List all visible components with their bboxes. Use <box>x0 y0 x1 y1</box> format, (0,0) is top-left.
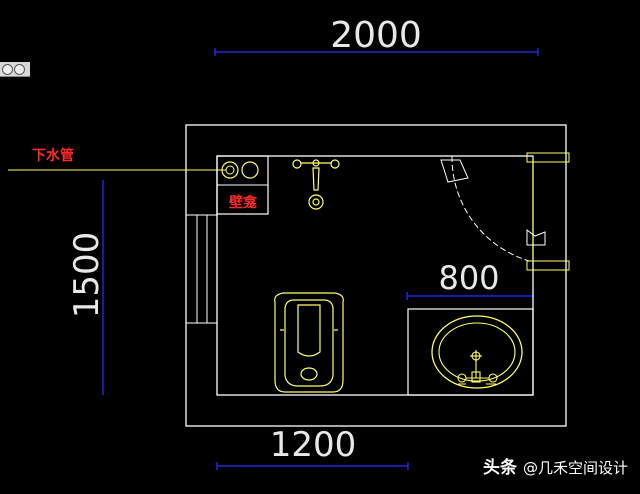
watermark-account: @几禾空间设计 <box>522 459 628 477</box>
door-handle-icon <box>440 159 469 183</box>
watermark-brand: 头条 <box>482 458 517 478</box>
squat-toilet-icon <box>274 292 344 393</box>
watermark: 头条 @几禾空间设计 <box>483 453 628 478</box>
shower-fixture-icon <box>292 159 340 210</box>
basin-bowl-icon <box>431 315 523 389</box>
toolbar-button-icon[interactable] <box>2 64 13 75</box>
pipe-circle-icon <box>241 161 259 179</box>
room-walls <box>185 124 567 427</box>
wash-basin <box>407 308 534 396</box>
cad-toolbar-fragment[interactable] <box>0 62 30 77</box>
door-hinge-icon <box>526 152 570 163</box>
basin-dimension: 800 <box>406 259 534 300</box>
faucet-icon <box>457 350 498 385</box>
wall-niche-label: 壁龛 <box>229 194 258 211</box>
left-dimension-text: 1500 <box>67 232 107 319</box>
outer-wall <box>185 124 567 427</box>
drain-pipe-label: 下水管 <box>32 147 74 164</box>
pipe-circle-icon <box>221 161 239 179</box>
left-dimension: 1500 <box>67 180 107 395</box>
door-arc <box>451 155 534 263</box>
basin-dimension-text: 800 <box>438 259 499 297</box>
door-swing <box>440 152 570 271</box>
toolbar-button-icon[interactable] <box>14 64 25 75</box>
bottom-dimension-text: 1200 <box>270 425 357 465</box>
wall-niche: 壁龛 <box>216 155 269 215</box>
drain-pipe: 下水管 <box>8 147 226 171</box>
inner-wall <box>216 155 534 396</box>
top-dimension-text: 2000 <box>330 15 422 56</box>
bottom-dimension: 1200 <box>216 425 409 470</box>
door-hinge-icon <box>526 260 570 271</box>
basin-counter <box>407 308 534 396</box>
top-dimension: 2000 <box>214 15 539 56</box>
